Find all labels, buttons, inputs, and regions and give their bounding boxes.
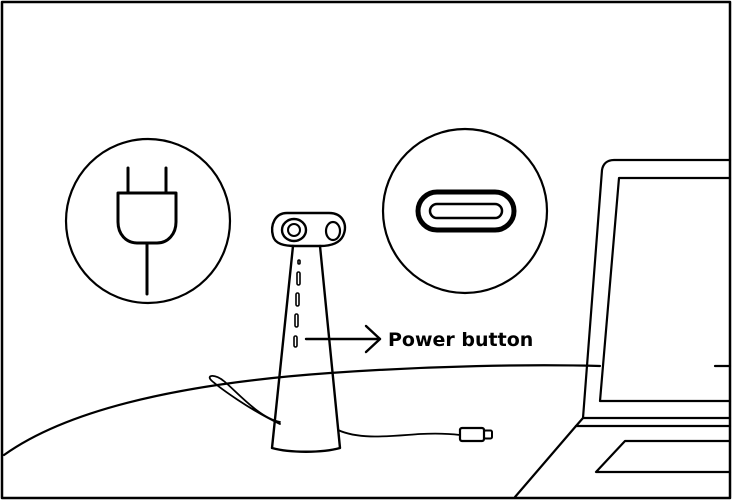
laptop-screen-inner [600, 178, 730, 401]
camera-lens-inner [288, 224, 300, 236]
usb-cable [210, 376, 492, 441]
laptop-hinge [576, 418, 730, 426]
led-bar-3 [295, 314, 298, 327]
usb-port-outer [418, 192, 514, 230]
led-dot [298, 260, 300, 264]
laptop-touchpad [596, 441, 730, 472]
usb-c-tip [484, 431, 492, 439]
usb-c-port-icon [383, 129, 547, 293]
device-body [272, 246, 340, 452]
usb-port-inner [430, 204, 502, 218]
power-button-label: Power button [388, 329, 533, 351]
led-bar-2 [296, 293, 299, 306]
usb-circle [383, 129, 547, 293]
camera-device [272, 213, 345, 452]
callout-arrow [306, 326, 380, 352]
camera-lens-outer [282, 219, 306, 241]
plug-body [118, 193, 176, 243]
cable-loop [210, 376, 280, 424]
power-plug-icon [66, 139, 230, 303]
led-bar-1 [297, 272, 300, 285]
laptop-screen-outer [583, 160, 730, 418]
cable-right [338, 430, 460, 437]
usb-c-connector [460, 428, 484, 441]
power-button[interactable] [294, 336, 297, 347]
table-edge [4, 365, 600, 455]
laptop-base [515, 426, 576, 497]
camera-sensor [326, 222, 340, 240]
